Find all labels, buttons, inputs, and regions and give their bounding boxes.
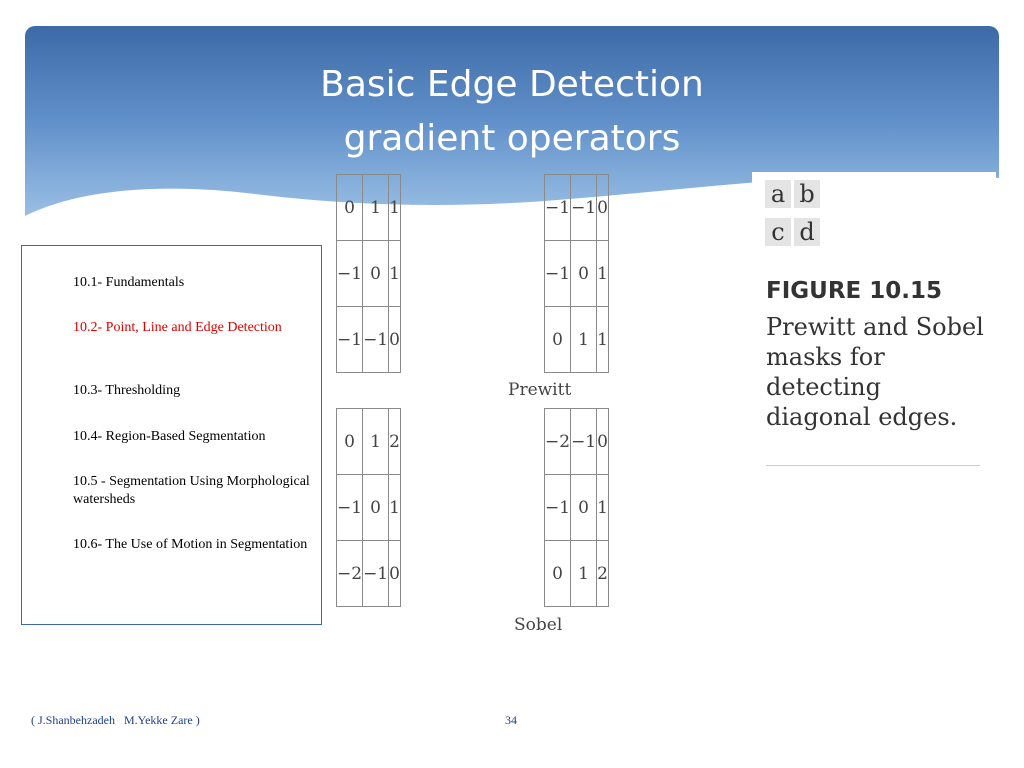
- mask-cell: 1: [362, 408, 390, 475]
- mask-cell: 0: [570, 474, 598, 541]
- mask-cell: 1: [570, 306, 598, 373]
- mask-cell: 0: [543, 306, 572, 373]
- figure-divider: [766, 465, 980, 466]
- panel-label-b: b: [794, 180, 820, 208]
- title-line-1: Basic Edge Detection: [320, 64, 704, 105]
- slide-title: Basic Edge Detection gradient operators: [25, 58, 999, 166]
- mask-cell: 1: [388, 174, 401, 241]
- page-number: 34: [505, 713, 517, 727]
- mask-cell: 2: [596, 540, 609, 607]
- mask-cell: 0: [388, 540, 401, 607]
- mask-cell: 0: [362, 474, 390, 541]
- figure-label-panel: [752, 172, 996, 254]
- mask-cell: 1: [596, 306, 609, 373]
- mask-cell: −2: [543, 408, 572, 475]
- mask-cell: −1: [362, 306, 390, 373]
- mask-cell: −1: [543, 474, 572, 541]
- mask-cell: 0: [543, 540, 572, 607]
- mask-cell: 1: [596, 474, 609, 541]
- toc-item-fundamentals[interactable]: 10.1- Fundamentals: [73, 275, 185, 290]
- toc-item-motion[interactable]: 10.6- The Use of Motion in Segmentation: [73, 537, 308, 552]
- toc-item-region-based[interactable]: 10.4- Region-Based Segmentation: [73, 429, 266, 444]
- mask-cell: 1: [362, 174, 390, 241]
- sobel-mask-d: −2 −1 0 −1 0 1 0 1 2: [543, 408, 609, 607]
- toc-panel: 10.1- Fundamentals 10.2- Point, Line and…: [21, 245, 322, 625]
- mask-cell: 0: [362, 240, 390, 307]
- toc-item-point-line-edge[interactable]: 10.2- Point, Line and Edge Detection: [73, 320, 282, 335]
- mask-cell: 1: [388, 474, 401, 541]
- mask-cell: −1: [362, 540, 390, 607]
- toc-item-watersheds[interactable]: 10.5 - Segmentation Using Morphological …: [73, 474, 310, 507]
- prewitt-mask-a: 0 1 1 −1 0 1 −1 −1 0: [335, 174, 401, 373]
- mask-cell: −1: [335, 306, 364, 373]
- mask-cell: −1: [570, 408, 598, 475]
- panel-label-d: d: [794, 218, 820, 246]
- mask-cell: −1: [335, 474, 364, 541]
- mask-cell: 1: [570, 540, 598, 607]
- mask-cell: −1: [543, 174, 572, 241]
- toc-item-thresholding[interactable]: 10.3- Thresholding: [73, 383, 181, 398]
- mask-cell: −1: [570, 174, 598, 241]
- mask-cell: 0: [596, 174, 609, 241]
- figure-description: Prewitt and Sobel masks for detecting di…: [766, 313, 984, 431]
- prewitt-mask-b: −1 −1 0 −1 0 1 0 1 1: [543, 174, 609, 373]
- mask-cell: 1: [388, 240, 401, 307]
- mask-cell: 0: [335, 408, 364, 475]
- mask-cell: 0: [335, 174, 364, 241]
- footer-authors: ( J.Shanbehzadeh M.Yekke Zare ): [31, 713, 200, 727]
- mask-cell: 0: [596, 408, 609, 475]
- title-line-2: gradient operators: [343, 118, 681, 159]
- prewitt-caption: Prewitt: [508, 380, 572, 400]
- sobel-caption: Sobel: [514, 615, 563, 635]
- mask-cell: −2: [335, 540, 364, 607]
- sobel-mask-c: 0 1 2 −1 0 1 −2 −1 0: [335, 408, 401, 607]
- panel-label-c: c: [765, 218, 791, 246]
- mask-cell: 1: [596, 240, 609, 307]
- mask-cell: 0: [388, 306, 401, 373]
- figure-number: FIGURE 10.15: [766, 278, 943, 304]
- mask-cell: −1: [543, 240, 572, 307]
- mask-cell: 2: [388, 408, 401, 475]
- panel-label-a: a: [765, 180, 791, 208]
- mask-cell: 0: [570, 240, 598, 307]
- mask-cell: −1: [335, 240, 364, 307]
